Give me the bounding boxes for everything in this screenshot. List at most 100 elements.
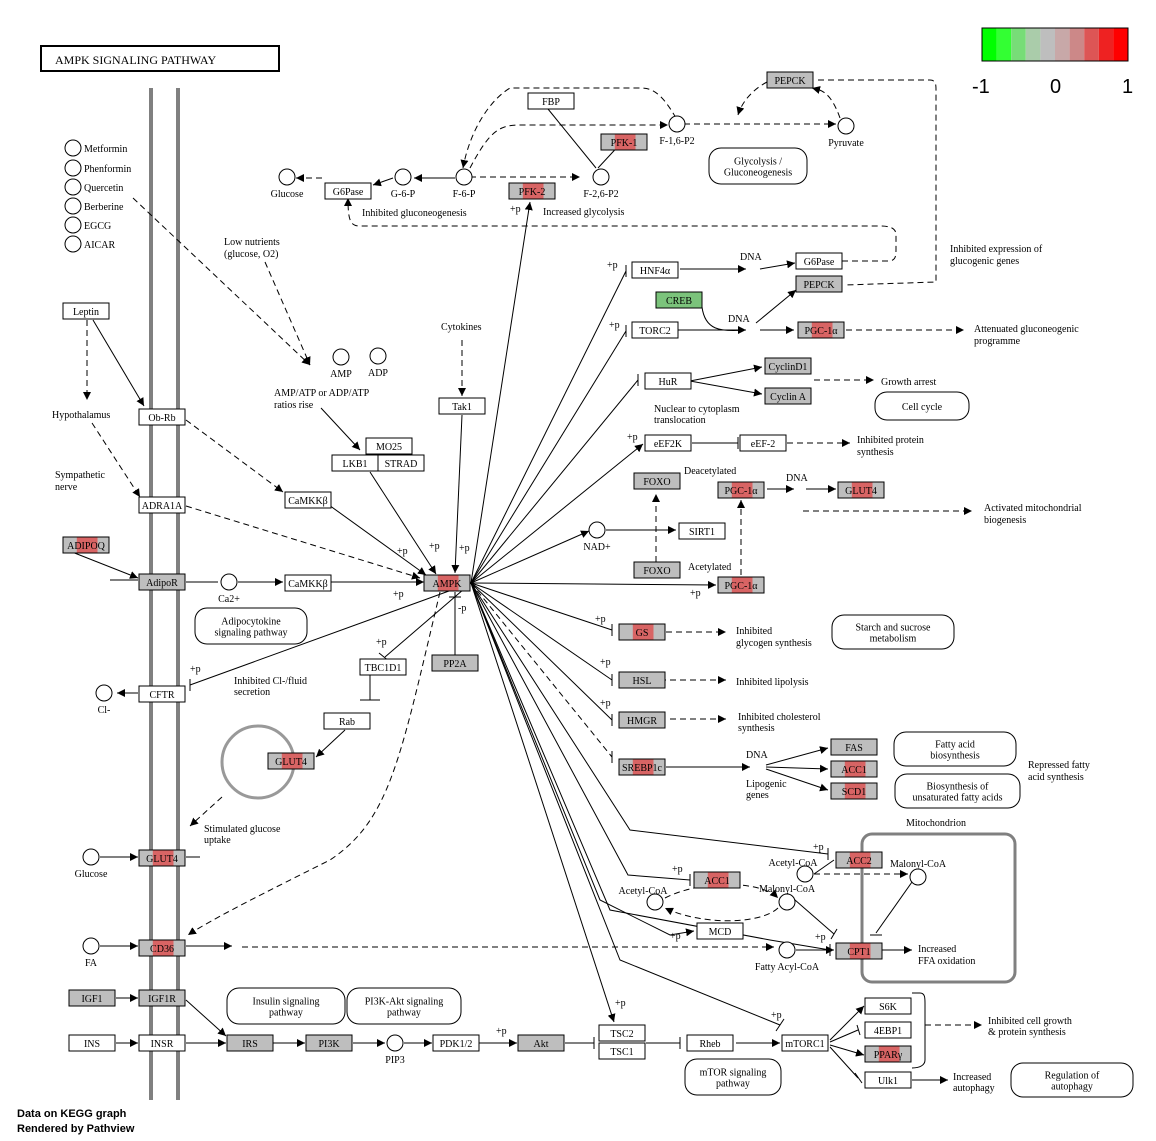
gene-rab[interactable]: Rab [323,712,371,730]
gene-mcd[interactable]: MCD [696,922,744,940]
compound-pyruvate[interactable]: Pyruvate [828,117,864,149]
gene-tbc1d1[interactable]: TBC1D1 [359,658,407,676]
gene-hsl[interactable]: HSL [618,671,666,689]
gene-hnf4a[interactable]: HNF4α [631,261,679,279]
gene-ulk1[interactable]: Ulk1 [864,1071,912,1089]
compound-fa[interactable]: FA [82,937,100,969]
compound-glucose_m[interactable]: Glucose [75,848,108,880]
compound-malonyl_coa_2[interactable]: Malonyl-CoA [890,859,947,886]
gene-irs[interactable]: IRS [226,1034,274,1052]
gene-pi3k[interactable]: PI3K [305,1034,353,1052]
compound-cl[interactable]: Cl- [95,684,113,716]
compound-aicar[interactable]: AICAR [64,235,115,253]
gene-cpt1[interactable]: CPT1 [835,942,883,960]
gene-igf1r[interactable]: IGF1R [138,989,186,1007]
compound-adp[interactable]: ADP [368,347,388,379]
gene-tsc1[interactable]: TSC1 [598,1042,646,1060]
gene-igf1[interactable]: IGF1 [68,989,116,1007]
compound-f16p2[interactable]: F-1,6-P2 [659,115,695,147]
gene-pepck_top[interactable]: PEPCK [766,71,814,89]
gene-glut4_c[interactable]: GLUT4 [267,752,315,770]
compound-egcg[interactable]: EGCG [64,216,111,234]
gene-pgc1a_3[interactable]: PGC-1α [717,576,765,594]
compound-acetyl_coa_1[interactable]: Acetyl-CoA [769,858,819,883]
gene-pdk12[interactable]: PDK1/2 [432,1034,480,1052]
gene-rheb[interactable]: Rheb [686,1034,734,1052]
gene-fbp[interactable]: FBP [527,92,575,110]
gene-4ebp1[interactable]: 4EBP1 [864,1021,912,1039]
gene-hmgr[interactable]: HMGR [618,711,666,729]
gene-camkkb_1[interactable]: CaMKKβ [284,491,332,509]
gene-foxo_2[interactable]: FOXO [633,561,681,579]
compound-metformin[interactable]: Metformin [64,139,127,157]
gene-scd1[interactable]: SCD1 [830,782,878,800]
gene-tak1[interactable]: Tak1 [438,397,486,415]
gene-mtorc1[interactable]: mTORC1 [781,1034,829,1052]
compound-amp[interactable]: AMP [330,348,352,380]
gene-cftr[interactable]: CFTR [138,685,186,703]
gene-strad[interactable]: STRAD [377,454,425,472]
map-cell_cycle[interactable]: Cell cycle [874,391,970,421]
gene-mo25[interactable]: MO25 [365,437,413,455]
gene-foxo_1[interactable]: FOXO [633,472,681,490]
compound-f6p[interactable]: F-6-P [453,168,476,200]
gene-sirt1[interactable]: SIRT1 [678,522,726,540]
gene-pfk2[interactable]: PFK-2 [508,182,556,200]
compound-phenformin[interactable]: Phenformin [64,159,131,177]
gene-acc1_r[interactable]: ACC1 [830,760,878,778]
gene-tsc2[interactable]: TSC2 [598,1024,646,1042]
compound-g6p[interactable]: G-6-P [391,168,416,200]
gene-pepck_r[interactable]: PEPCK [795,275,843,293]
gene-adipoq[interactable]: ADIPOQ [62,536,110,554]
gene-pgc1a_1[interactable]: PGC-1α [797,321,845,339]
gene-cyclina[interactable]: Cyclin A [764,387,812,405]
gene-creb[interactable]: CREB [655,291,703,309]
gene-adipor[interactable]: AdipoR [138,573,186,591]
gene-fas[interactable]: FAS [830,738,878,756]
gene-pfk1[interactable]: PFK-1 [600,133,648,151]
compound-malonyl_coa_1[interactable]: Malonyl-CoA [759,884,816,911]
gene-gs[interactable]: GS [618,623,666,641]
gene-torc2[interactable]: TORC2 [631,321,679,339]
gene-obrb[interactable]: Ob-Rb [138,408,186,426]
compound-acetyl_coa_2[interactable]: Acetyl-CoA [619,886,669,911]
gene-ins[interactable]: INS [68,1034,116,1052]
compound-nad[interactable]: NAD+ [583,521,611,553]
compound-f26p2[interactable]: F-2,6-P2 [583,168,619,200]
gene-akt[interactable]: Akt [517,1034,565,1052]
compound-ca[interactable]: Ca2+ [218,573,240,605]
gene-hur[interactable]: HuR [644,372,692,390]
gene-ampk[interactable]: AMPK [423,574,471,592]
gene-cd36[interactable]: CD36 [138,939,186,957]
gene-pgc1a_2[interactable]: PGC-1α [717,481,765,499]
gene-s6k[interactable]: S6K [864,997,912,1015]
compound-quercetin[interactable]: Quercetin [64,178,123,196]
gene-g6pase_top[interactable]: G6Pase [324,182,372,200]
gene-pp2a[interactable]: PP2A [431,654,479,672]
gene-ppary[interactable]: PPARγ [864,1045,912,1063]
gene-srebp1c[interactable]: SREBP1c [618,758,666,776]
gene-cyclind1[interactable]: CyclinD1 [764,357,812,375]
gene-adra1a[interactable]: ADRA1A [138,496,186,514]
gene-acc2[interactable]: ACC2 [835,851,883,869]
compound-pip3[interactable]: PIP3 [385,1034,405,1066]
gene-glut4_m[interactable]: GLUT4 [138,849,186,867]
gene-insr[interactable]: INSR [138,1034,186,1052]
gene-lkb1[interactable]: LKB1 [331,454,379,472]
gene-camkkb_2[interactable]: CaMKKβ [284,574,332,592]
gene-acc1_b[interactable]: ACC1 [693,871,741,889]
gene-eef2[interactable]: eEF-2 [739,434,787,452]
compound-fatty_acyl_coa[interactable]: Fatty Acyl-CoA [755,941,820,973]
compound-berberine[interactable]: Berberine [64,197,124,215]
map-glycolysis[interactable]: Glycolysis /Gluconeogenesis [708,147,808,185]
compound-glucose_top[interactable]: Glucose [271,168,304,200]
gene-leptin[interactable]: Leptin [62,302,110,320]
gene-glut4_r[interactable]: GLUT4 [837,481,885,499]
